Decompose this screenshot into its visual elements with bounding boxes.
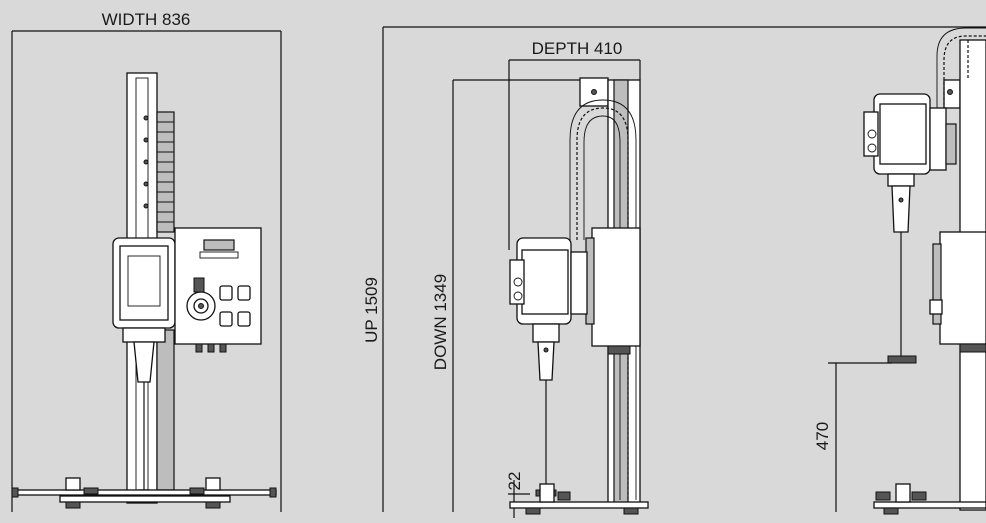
down-label: DOWN 1349 [431, 274, 450, 370]
front-view: WIDTH 836 [11, 10, 282, 512]
width-dimension: WIDTH 836 [11, 10, 282, 512]
side-view-raised: 470 [813, 27, 986, 515]
up-label: UP 1509 [362, 277, 381, 343]
clearance-470-label: 470 [813, 422, 832, 450]
front-base [11, 477, 277, 509]
side-motor [509, 237, 588, 497]
side-carriage [585, 227, 641, 355]
raised-base [873, 483, 986, 515]
control-box [174, 227, 262, 353]
raised-carriage [929, 231, 986, 353]
clearance-22-label: 22 [505, 472, 524, 491]
width-label: WIDTH 836 [102, 10, 191, 29]
depth-dimension: DEPTH 410 [508, 39, 641, 250]
front-motor [112, 237, 176, 499]
down-dimension: DOWN 1349 [431, 79, 580, 512]
clearance-470-dimension: 470 [813, 362, 892, 512]
raised-motor [863, 93, 957, 364]
depth-label: DEPTH 410 [532, 39, 623, 58]
up-dimension: UP 1509 [362, 26, 986, 512]
side-base [509, 483, 649, 515]
clearance-22-dimension: 22 [505, 472, 530, 518]
side-view-lowered: UP 1509 DOWN 1349 DEPTH 410 [362, 26, 986, 518]
